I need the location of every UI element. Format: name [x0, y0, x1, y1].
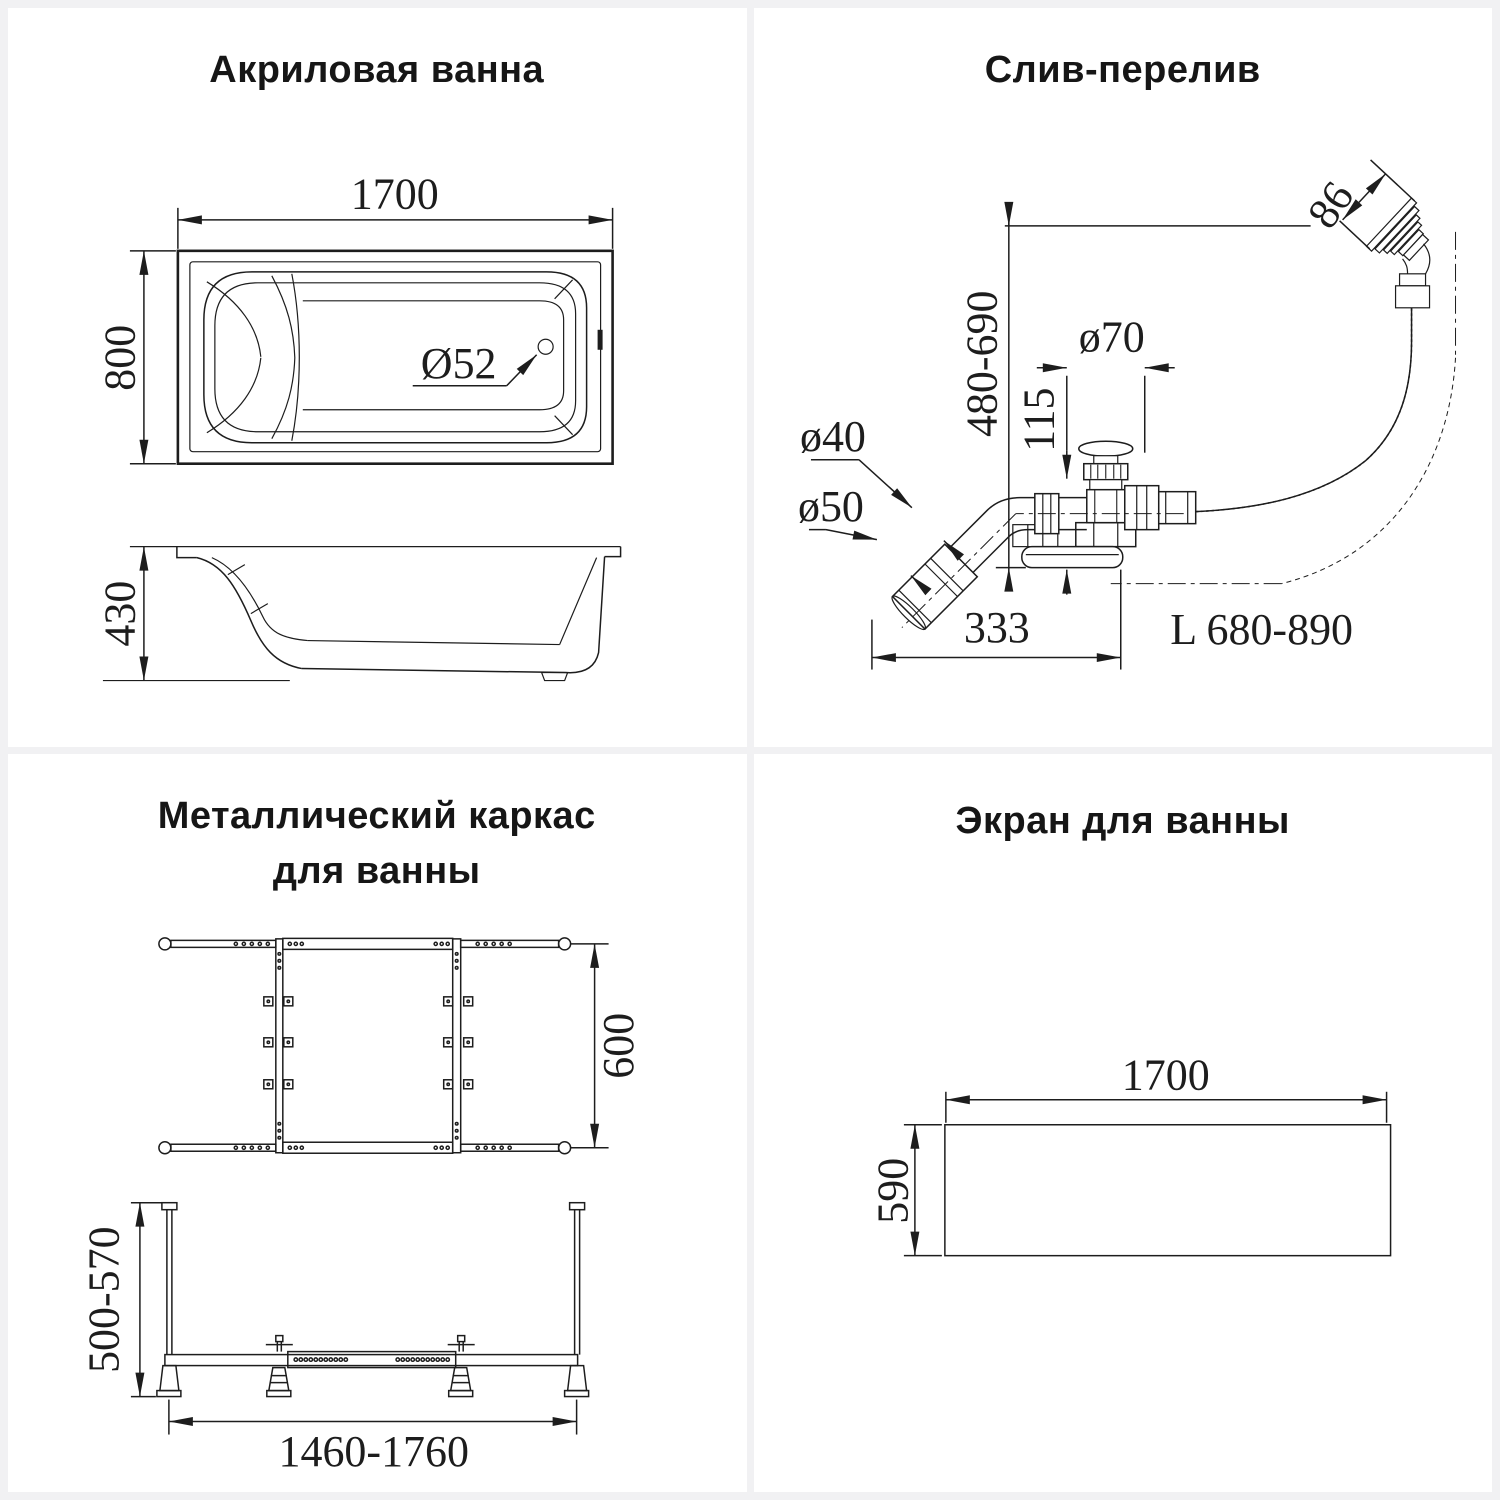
- cap-diameter-label: ø70: [1078, 312, 1144, 361]
- beam-perforation: [293, 1356, 451, 1362]
- frame-length-label: 1460-1760: [278, 1427, 469, 1476]
- drain-label: Ø52: [421, 339, 497, 388]
- bathtub-side-view: [102, 546, 622, 682]
- frame-brackets: [263, 995, 474, 1090]
- drain-offset-label: 115: [1014, 388, 1063, 452]
- screen-length-dimension: [944, 1091, 1387, 1123]
- panel-title-line1: Металлический каркас: [158, 794, 596, 836]
- width-label: 800: [95, 325, 144, 391]
- panel-bath-screen: Экран для ванны 1700 590: [753, 753, 1492, 1492]
- horizontal-offset-dimension: [870, 569, 1122, 670]
- horizontal-offset-label: 333: [963, 603, 1029, 652]
- frame-width-label: 600: [594, 1012, 643, 1078]
- frame-height-dimension: [130, 1201, 162, 1397]
- centerlines: [901, 231, 1456, 628]
- rail-holes: [233, 941, 513, 1150]
- overflow-diameter-dimension: [1338, 159, 1415, 250]
- bathtub-top-view: [176, 249, 614, 465]
- screen-length-label: 1700: [1121, 1050, 1209, 1099]
- drain-leader: [412, 354, 538, 387]
- frame-length-dimension: [168, 1399, 578, 1435]
- bath-foot: [540, 671, 569, 682]
- panel-title: Слив-перелив: [984, 49, 1260, 91]
- panel-title: Акриловая ванна: [209, 49, 544, 91]
- hose-union: [1123, 484, 1196, 531]
- width-dimension: [129, 250, 176, 465]
- panel-title: Экран для ванны: [955, 799, 1289, 841]
- hose-length-label: L 680-890: [1170, 605, 1353, 654]
- drain-valve-assembly: [1020, 440, 1136, 569]
- acrylic-bath-drawing: Акриловая ванна 1700 800: [95, 49, 622, 682]
- pipe-diameter-leader: [810, 458, 964, 561]
- panel-title-line2: для ванны: [273, 849, 481, 891]
- height-range-label: 480-690: [957, 290, 1006, 437]
- length-dimension: [177, 207, 614, 249]
- screen-height-label: 590: [868, 1157, 917, 1223]
- panel-metal-frame: Металлический каркас для ванны: [8, 753, 747, 1492]
- metal-frame-drawing: Металлический каркас для ванны: [79, 794, 643, 1476]
- pipe-diameter-label: ø40: [799, 412, 865, 461]
- overflow-head: [1365, 197, 1430, 309]
- screen-outline: [943, 1123, 1391, 1256]
- frame-height-label: 500-570: [79, 1226, 128, 1373]
- drain-overflow-drawing: Слив-перелив 480-690 ø70: [797, 49, 1456, 670]
- height-range-dimension: [995, 201, 1311, 592]
- drain-hole: [537, 338, 554, 355]
- bath-screen-drawing: Экран для ванны 1700 590: [868, 799, 1391, 1256]
- outlet-diameter-leader: [808, 528, 931, 596]
- frame-top-view: [158, 936, 572, 1154]
- frame-width-dimension: [570, 942, 609, 1148]
- drawing-grid: Акриловая ванна 1700 800: [8, 8, 1492, 1492]
- push-plug-cap: [1077, 440, 1133, 457]
- overflow-diameter-label: 86: [1297, 173, 1362, 237]
- panel-acrylic-bath: Акриловая ванна 1700 800: [8, 8, 747, 747]
- outlet-diameter-label: ø50: [797, 482, 863, 531]
- corrugated-hose: [1195, 307, 1412, 513]
- cap-diameter-dimension: [1036, 363, 1175, 453]
- length-label: 1700: [351, 169, 439, 218]
- overflow-slot: [597, 329, 603, 350]
- height-label: 430: [95, 581, 144, 647]
- panel-drain-overflow: Слив-перелив 480-690 ø70: [753, 8, 1492, 747]
- screen-height-dimension: [903, 1123, 942, 1256]
- frame-front-view: [156, 1201, 590, 1397]
